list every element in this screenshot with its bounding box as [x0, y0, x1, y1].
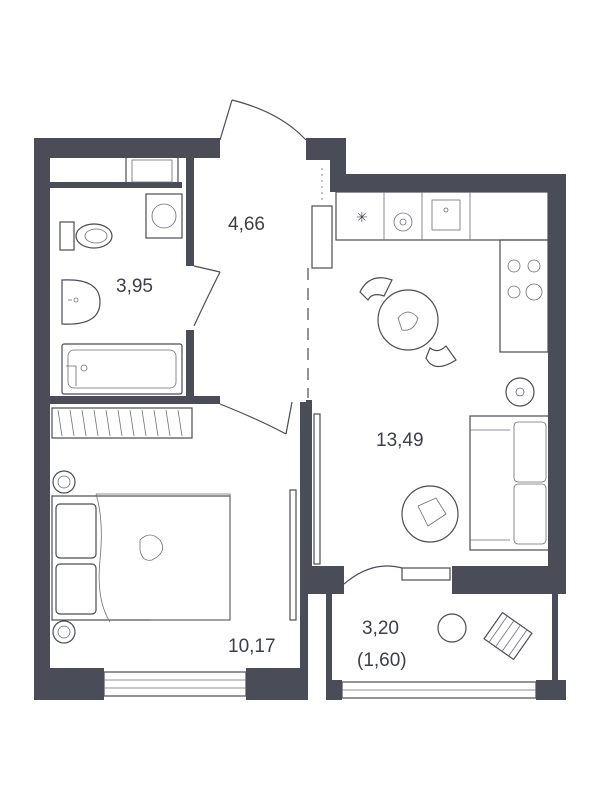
balcony-table-icon [437, 613, 467, 643]
doors [193, 99, 403, 621]
dining-set-icon [359, 277, 457, 368]
living-kitchen-area-label: 13,49 [376, 430, 424, 451]
bathroom-area-label: 3,95 [116, 276, 153, 297]
windows [103, 567, 537, 699]
nightstand-lamp-icon [52, 470, 76, 494]
nightstand-lamp-icon-2 [52, 620, 76, 644]
fridge-icon: ✳ [356, 210, 368, 226]
coffee-table-icon [401, 485, 459, 543]
sink-icon [61, 279, 101, 325]
balcony-reduced-area-label: (1,60) [357, 650, 407, 671]
bathtub-icon [61, 343, 183, 395]
hall-area-label: 4,66 [228, 214, 265, 235]
bedroom-area-label: 10,17 [228, 636, 276, 657]
sofa-icon [469, 415, 551, 551]
walls [34, 138, 566, 700]
washing-machine-icon [145, 193, 183, 239]
balcony-furniture [437, 611, 533, 661]
floor-lamp-icon [505, 377, 535, 407]
oven-icon [431, 199, 461, 231]
bed-icon [51, 493, 231, 623]
deck-chair-icon [483, 611, 533, 661]
toilet-icon [59, 221, 113, 251]
hall-fixtures [311, 168, 333, 269]
shoe-cabinet-icon [311, 205, 333, 269]
svg-text:✳: ✳ [356, 210, 368, 226]
bedroom-furniture [51, 470, 231, 644]
towel-dryer-icon [125, 155, 179, 187]
cooktop-icon [507, 259, 543, 301]
kitchen-fixtures: ✳ [335, 191, 549, 353]
balcony-area-label: 3,20 [362, 618, 399, 639]
bathroom-fixtures [59, 155, 183, 395]
dishwasher-icon [393, 212, 413, 232]
wardrobe-icon [51, 407, 193, 439]
